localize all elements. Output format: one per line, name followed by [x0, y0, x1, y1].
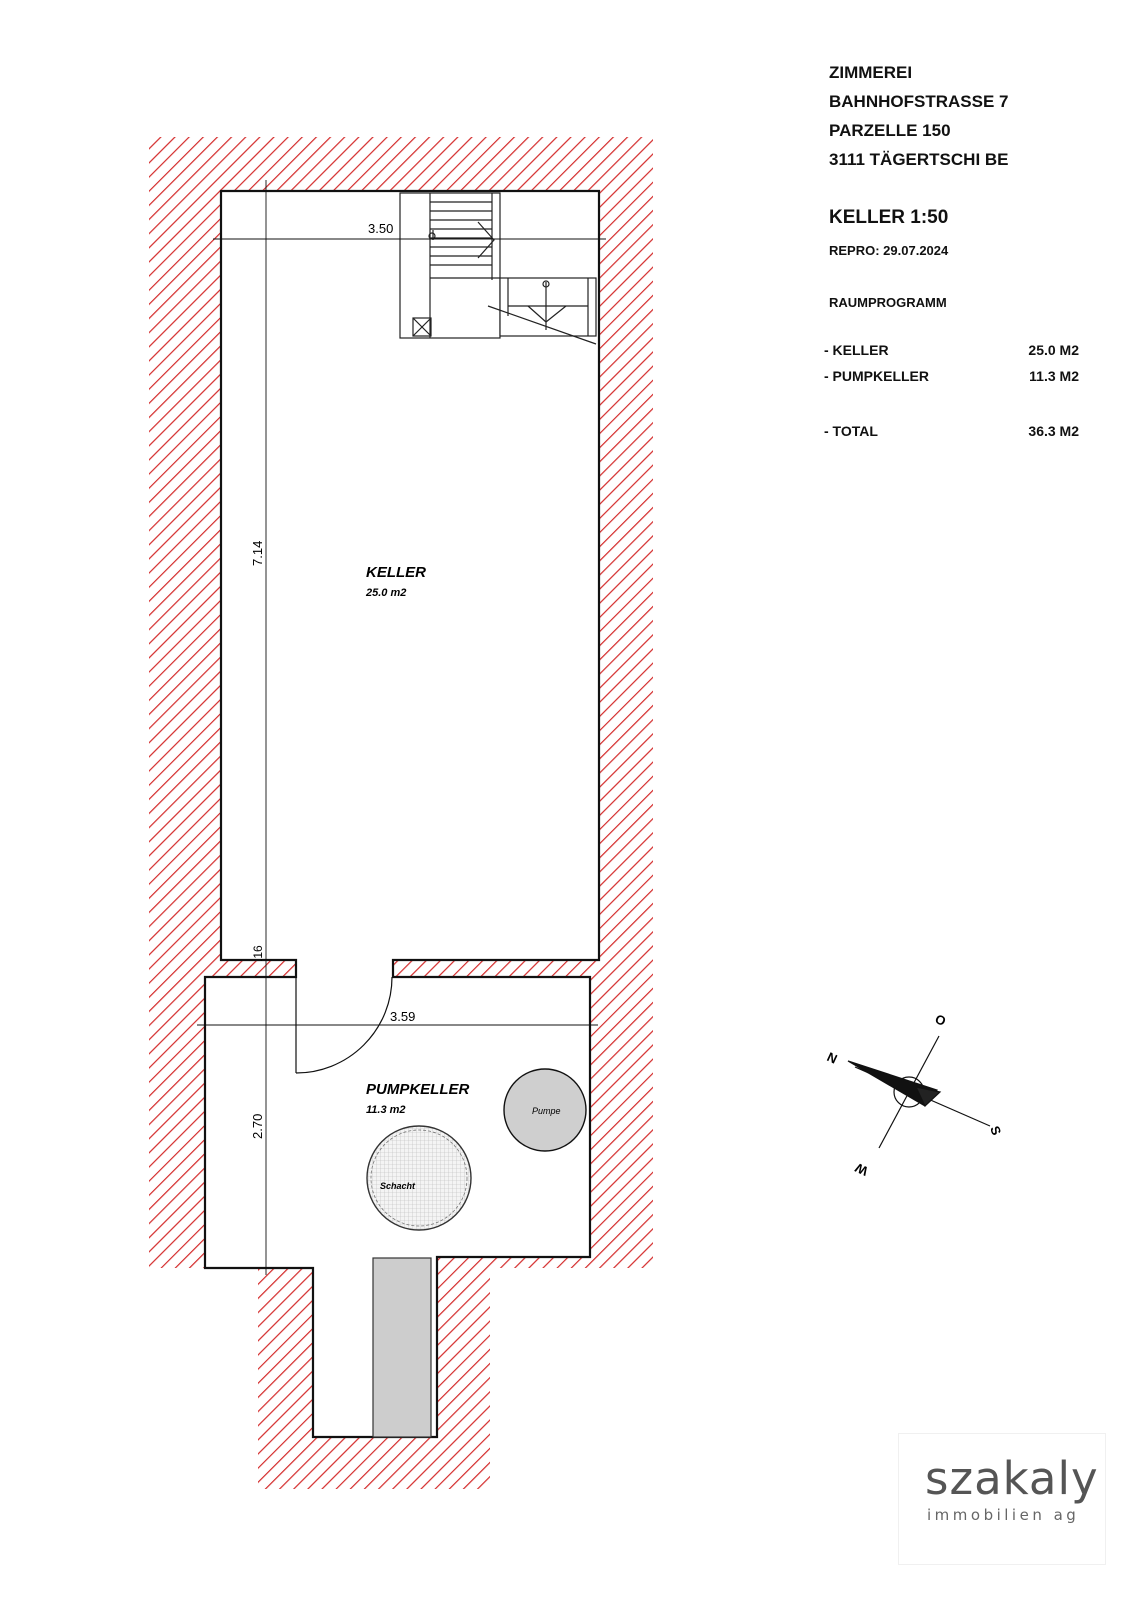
compass-o: O — [933, 1011, 949, 1029]
pump-label: Pumpe — [532, 1106, 561, 1116]
compass-icon — [847, 1035, 991, 1149]
compass-n: N — [825, 1049, 840, 1067]
raumprogramm-row: - KELLER 25.0 M2 — [824, 342, 1079, 358]
keller-room-area: 25.0 m2 — [365, 587, 406, 599]
logo-subtitle: immobilien ag — [927, 1506, 1080, 1524]
dim-wall: .16 — [251, 945, 265, 962]
dim-keller-length: 7.14 — [250, 541, 265, 566]
keller-room-name: KELLER — [366, 564, 426, 581]
dim-pump-width: 3.59 — [390, 1009, 415, 1024]
company-logo: szakaly immobilien ag — [898, 1433, 1106, 1565]
compass-w: W — [852, 1160, 870, 1179]
header-line-3: PARZELLE 150 — [829, 121, 951, 140]
shaft-label: Schacht — [380, 1181, 416, 1191]
row-label: - TOTAL — [824, 423, 878, 439]
dim-keller-width: 3.50 — [368, 221, 393, 236]
logo-wordmark: szakaly — [925, 1452, 1099, 1505]
row-value: 25.0 M2 — [1028, 342, 1079, 358]
address-header: ZIMMEREI BAHNHOFSTRASSE 7 PARZELLE 150 3… — [829, 58, 1009, 174]
plan-title: KELLER 1:50 — [829, 207, 949, 228]
building-outline — [203, 189, 601, 1439]
raumprogramm-row: - PUMPKELLER 11.3 M2 — [824, 368, 1079, 384]
raumprogramm-total: - TOTAL 36.3 M2 — [824, 423, 1079, 439]
pumpkeller-room-name: PUMPKELLER — [366, 1081, 470, 1098]
drain-channel — [372, 1257, 432, 1438]
dimension-lines — [197, 180, 606, 1275]
repro-date: REPRO: 29.07.2024 — [829, 243, 949, 258]
row-label: - KELLER — [824, 342, 889, 358]
shaft — [366, 1125, 472, 1231]
header-line-1: ZIMMEREI — [829, 63, 913, 82]
row-value: 11.3 M2 — [1029, 368, 1079, 384]
header-line-4: 3111 TÄGERTSCHI BE — [829, 150, 1009, 169]
row-label: - PUMPKELLER — [824, 368, 929, 384]
staircase — [399, 192, 597, 345]
dim-pump-length: 2.70 — [250, 1114, 265, 1139]
header-line-2: BAHNHOFSTRASSE 7 — [829, 92, 1009, 111]
pumpkeller-room-area: 11.3 m2 — [366, 1104, 406, 1116]
row-value: 36.3 M2 — [1028, 423, 1079, 439]
raumprogramm-heading: RAUMPROGRAMM — [829, 295, 947, 310]
pump — [503, 1068, 587, 1152]
